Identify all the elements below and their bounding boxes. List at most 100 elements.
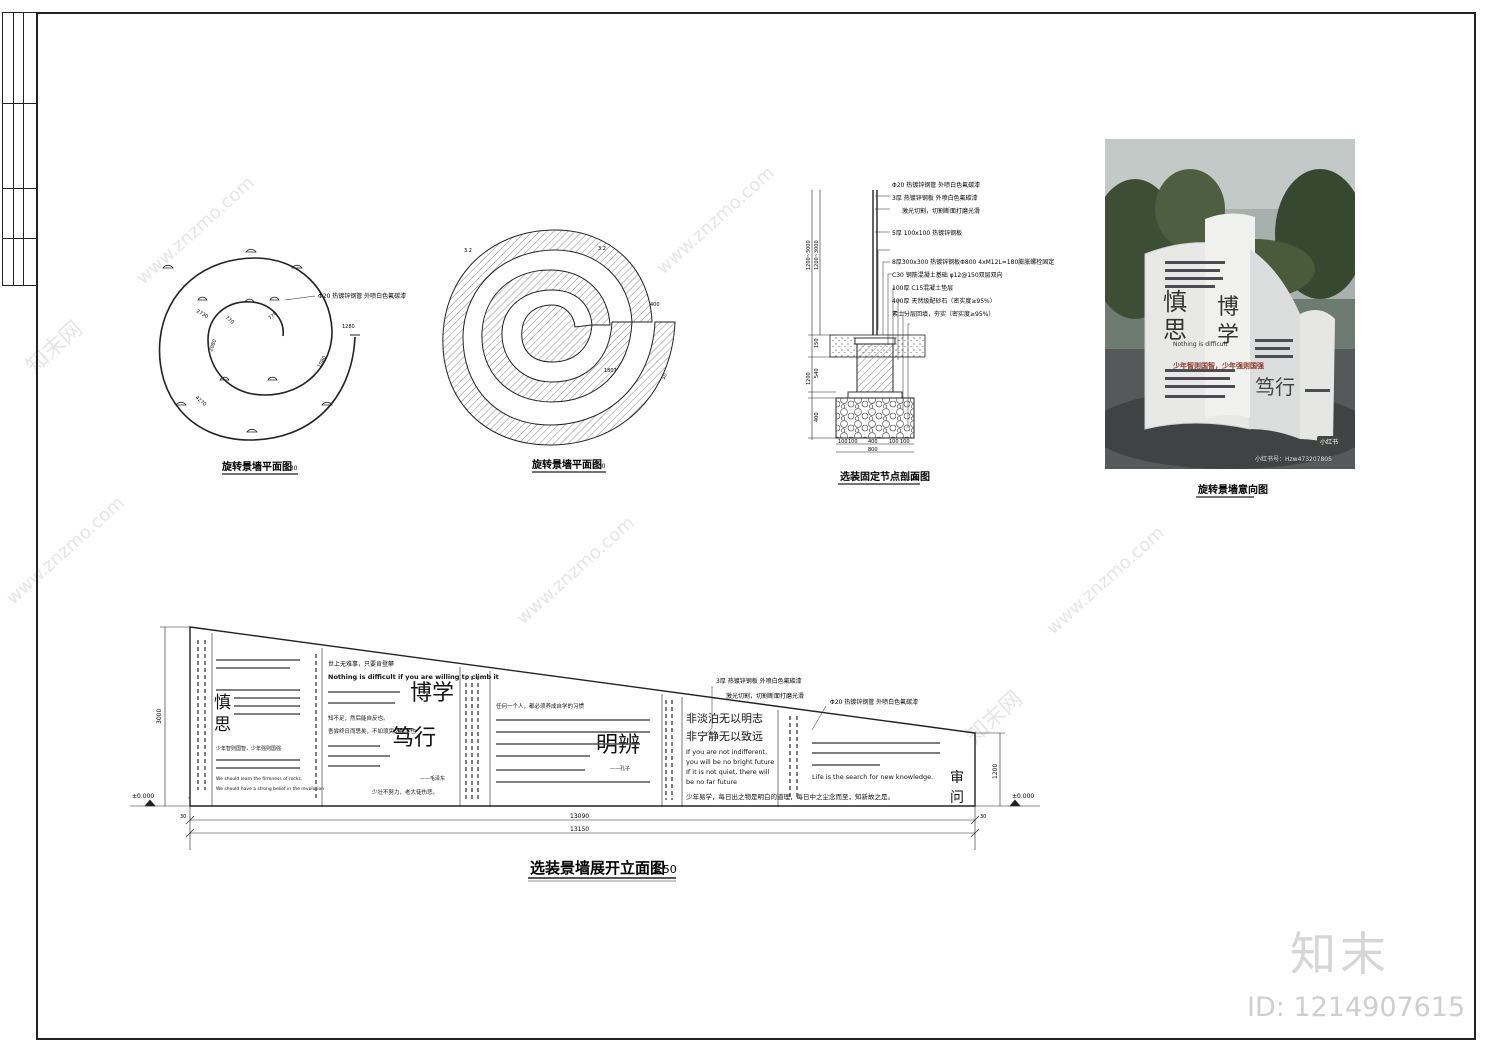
inscription-char: 博学 (410, 681, 454, 706)
reference-photo: 慎 思 博 学 笃行 少年智则国智，少年强则国强 Nothing is diff… (1105, 139, 1355, 469)
plan1-dim: 4270 (194, 395, 208, 408)
inscription-line: 任何一个人，都必须养成自学的习惯 (496, 702, 585, 710)
brand-logo: 知末 (1290, 927, 1390, 981)
spiral-wall-hatched-plan (442, 229, 676, 446)
section-dim: 100 (838, 439, 848, 445)
plan2-marker: 3.2 (598, 246, 606, 252)
inscription-line: 吾尝终日而思矣，不如须臾之所学也 (328, 727, 417, 735)
photo-caption: 旋转景墙意向图 (1197, 483, 1268, 496)
section-dim: 150 (814, 338, 820, 348)
inscription-line: 少年智则国智，少年强则国强 (216, 745, 281, 752)
plan1-dim: 1080 (317, 355, 329, 369)
elevation-end-height: 1200 (992, 764, 999, 779)
plan1-dim: 2730 (195, 309, 209, 321)
section-dim: 540 (814, 368, 820, 378)
resource-id: ID: 1214907615 (1247, 992, 1466, 1023)
plan2-scale: 1:30 (592, 463, 606, 470)
elevation-caption: 选装景墙展开立面图 (530, 859, 665, 877)
inscription-char: 思 (214, 715, 231, 735)
foundation-section-detail (808, 190, 926, 453)
inscription-line: If it is not quiet, there will (686, 768, 770, 776)
title-block (2, 12, 36, 286)
photo-scene (1105, 139, 1355, 469)
section-dim: 400 (814, 412, 820, 422)
photo-char: 慎 (1163, 288, 1187, 316)
plan2-dim: 1807 (604, 368, 617, 374)
elevation-callout: Φ20 热镀锌钢管 外喷白色氟碳漆 (830, 698, 918, 706)
inscription-line: ——毛泽东 (420, 775, 445, 782)
elevation-filler-lines (197, 640, 940, 800)
plan1-caption: 旋转景墙平面图 (221, 460, 292, 473)
section-dim: 800 (868, 447, 878, 453)
section-callout: 8厚300x300 热镀锌钢板Φ800 4xM12L=180膨胀螺栓固定 (892, 258, 1054, 266)
plan2-caption: 旋转景墙平面图 (531, 458, 602, 471)
elevation-dim-outer: 13150 (570, 826, 589, 833)
section-callout: 3厚 热镀锌钢板 外喷白色氟碳漆 (892, 194, 978, 202)
inscription-line: Nothing is difficult if you are willing … (328, 673, 499, 681)
inscription-line: you will be no bright future (686, 758, 774, 766)
section-callout: 100厚 C15混凝土垫层 (892, 284, 953, 292)
photo-text: 小红书号：Hzw473207805 (1255, 456, 1332, 463)
section-dim: 1200 (806, 372, 812, 385)
inscription-char: 慎 (214, 693, 231, 713)
inscription-char: 明辨 (596, 733, 640, 758)
elevation-height: 3000 (156, 709, 163, 724)
section-dim: 100 (889, 439, 899, 445)
section-callout: Φ20 热镀锌钢管 外喷白色氟碳漆 (892, 181, 980, 189)
inscription-line: If you are not indifferent, (686, 748, 767, 756)
section-dim: 400 (868, 439, 878, 445)
elevation-callout: 激光切割，切割断面打磨光滑 (726, 692, 804, 700)
inscription-line: Life is the search for new knowledge. (812, 773, 933, 781)
photo-char: 笃行 (1255, 375, 1295, 399)
section-dim: 100 (900, 439, 910, 445)
elevation-level-right: ±0.000 (1012, 793, 1034, 800)
inscription-line: ——孔子 (610, 765, 630, 772)
photo-badge: 小红书 (1317, 436, 1342, 447)
section-callout: 400厚 天然级配砂石（密实度≥95%） (892, 297, 996, 305)
photo-text: 少年智则国智，少年强则国强 (1173, 362, 1264, 370)
photo-text: Nothing is difficult (1173, 341, 1228, 348)
photo-char: 思 (1163, 316, 1187, 344)
inscription-line: We should have a strong belief in the re… (216, 786, 324, 792)
elevation-dim-edge: 30 (980, 814, 986, 820)
inscription-char: 笃行 (392, 726, 436, 751)
inscription-line: 少壮不努力，老大徒伤悲。 (372, 788, 438, 796)
inscription-line: 世上无难事，只要肯登攀 (328, 660, 394, 668)
photo-char: 博 (1217, 295, 1240, 320)
plan1-scale: 1:30 (284, 465, 298, 472)
plan1-dim: 1280 (342, 324, 355, 330)
section-callout: 素土分层回填，夯实（密实度≥95%） (892, 310, 994, 318)
section-caption: 选装固定节点剖面图 (840, 470, 930, 483)
section-dim: 1200~3000 (814, 240, 820, 270)
plan2-marker: 3.2 (464, 248, 472, 254)
plan1-dim: 2080 (208, 339, 218, 353)
inscription-char: 问 (950, 790, 964, 806)
inscription-line: 非淡泊无以明志 (686, 712, 763, 725)
elevation-scale: 1:50 (652, 863, 677, 876)
section-dim: 100 (848, 439, 858, 445)
elevation-dim-inner: 13090 (570, 813, 589, 820)
elevation-inscriptions: 慎 思 博学 笃行 明辨 审 问 世上无难事，只要肯登攀 Nothing is … (214, 660, 964, 806)
plan1-markers (162, 248, 333, 433)
section-scale: 1:20 (905, 475, 919, 482)
spiral-wall-plan-line (158, 257, 360, 441)
section-callout: 激光切割，切割断面打磨光滑 (902, 207, 980, 215)
inscription-char: 审 (950, 770, 964, 786)
elevation-dim-edge: 30 (180, 814, 186, 820)
plan1-dim: 770 (224, 315, 235, 326)
inscription-line: 知不足，然后能自反也。 (328, 714, 389, 722)
section-dim: 1200~3000 (806, 240, 812, 270)
drawing-frame (36, 12, 1476, 1040)
photo-char: 学 (1217, 323, 1240, 348)
inscription-line: We should learn the firmness of rocks. (216, 776, 302, 782)
plan1-callout: Φ20 热镀锌钢管 外喷白色氟碳漆 (318, 292, 406, 300)
section-callout: C30 钢筋混凝土基础 φ12@150双层双向 (892, 271, 1003, 279)
inscription-line: 非宁静无以致远 (686, 729, 763, 743)
plan2-dim: 400 (650, 302, 660, 308)
plan2-dim: 50 (661, 372, 669, 381)
elevation-level-left: ±0.000 (132, 793, 154, 800)
elevation-callout: 3厚 热镀锌钢板 外喷白色氟碳漆 (716, 677, 802, 685)
plan1-dim: 770 (267, 311, 278, 322)
elevation-dimensions (130, 626, 1040, 850)
